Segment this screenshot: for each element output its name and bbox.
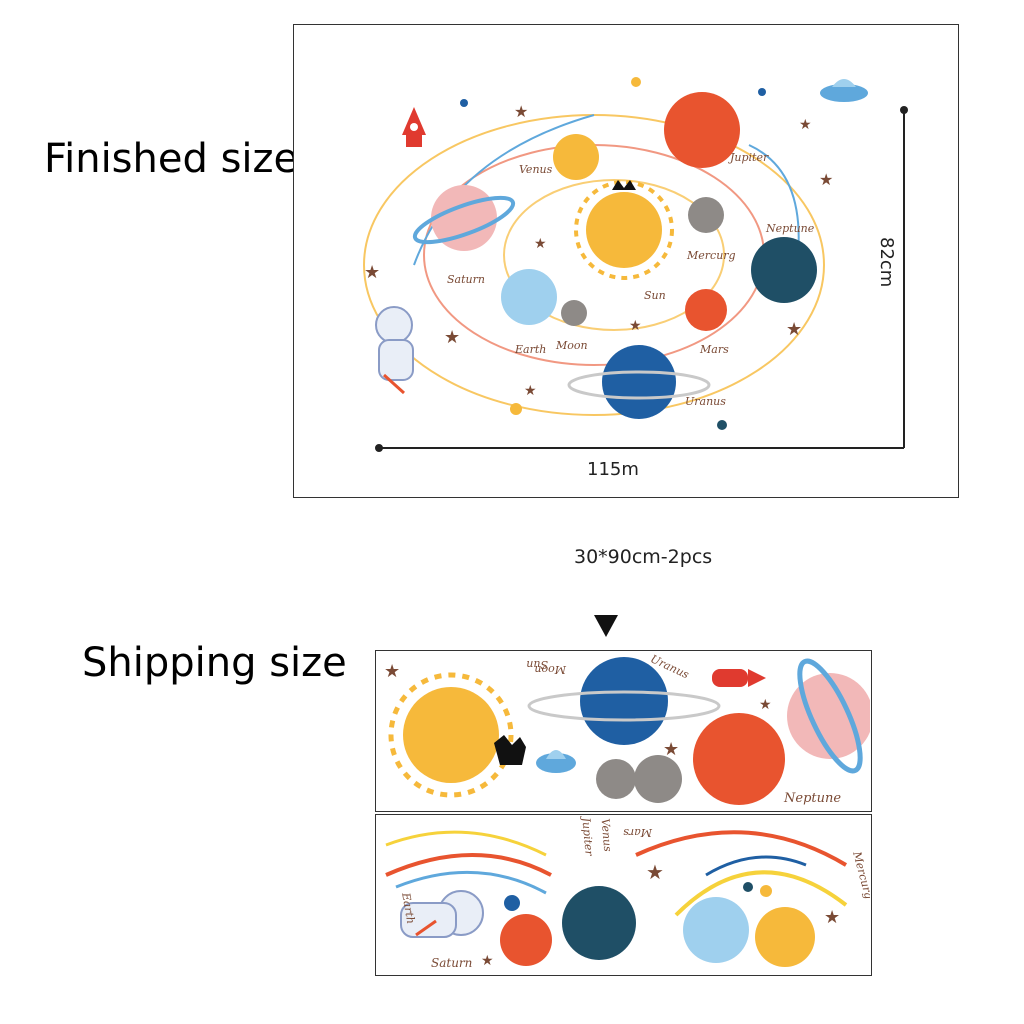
svg-text:★: ★ (514, 102, 528, 121)
sun-icon (574, 180, 674, 280)
star-icon: ★ (824, 907, 840, 928)
neptune-sticker-icon (562, 886, 636, 960)
svg-text:★: ★ (524, 383, 537, 399)
astronaut-icon (375, 306, 414, 395)
svg-text:★: ★ (364, 262, 380, 283)
uranus-icon (567, 345, 711, 419)
earth-sticker-icon (683, 897, 749, 963)
moon-sticker-label: Moon (534, 663, 567, 676)
uranus-sticker-icon (527, 657, 721, 745)
earth-label: Earth (514, 343, 546, 356)
shipping-note: 30*90cm-2pcs (574, 546, 713, 568)
moon-icon (561, 300, 587, 326)
sun-sticker-label: Sun (526, 658, 548, 671)
venus-sticker-icon (755, 907, 815, 967)
saturn-sticker-icon (787, 658, 870, 774)
shipping-sheet-bottom: ★ ★ ★ Earth Saturn Jupiter Venus Mars Me… (375, 814, 872, 976)
moon-label: Moon (555, 339, 588, 352)
astronaut-sticker-icon (400, 890, 484, 938)
svg-text:★: ★ (534, 236, 547, 252)
uranus-label: Uranus (685, 395, 726, 408)
venus-sticker-label: Venus (598, 818, 614, 853)
mercury-sticker-icon (634, 755, 682, 803)
svg-text:★: ★ (819, 170, 833, 189)
dot-icon (760, 885, 772, 897)
down-arrow-icon (594, 615, 618, 637)
jupiter-icon (664, 92, 740, 168)
shipping-sheet-top: ★ ★ ★ Sun Moon Uranus Neptune (375, 650, 872, 812)
jupiter-sticker-label: Jupiter (579, 815, 596, 857)
mars-sticker-label: Mars (623, 826, 653, 839)
jupiter-label: Jupiter (728, 151, 769, 164)
solar-system-illustration: ★ ★ ★ ★ ★ ★ ★ ★ ★ Venus Jupiter Neptune … (363, 77, 908, 452)
saturn-label: Saturn (447, 273, 485, 286)
saturn-icon (412, 185, 516, 251)
shipping-size-label: Shipping size (82, 640, 347, 686)
mars-sticker-icon (500, 914, 552, 966)
saturn-sticker-label: Saturn (431, 956, 472, 970)
mercury-label: Mercurg (686, 249, 736, 262)
neptune-sticker-label: Neptune (783, 791, 841, 806)
finished-size-panel: ★ ★ ★ ★ ★ ★ ★ ★ ★ Venus Jupiter Neptune … (293, 24, 959, 498)
star-icon: ★ (481, 953, 494, 969)
svg-text:★: ★ (786, 319, 802, 340)
earth-icon (501, 269, 557, 325)
svg-text:★: ★ (444, 327, 460, 348)
ufo-sticker-icon (536, 750, 576, 773)
star-icon: ★ (646, 860, 664, 884)
dot-icon (743, 882, 753, 892)
jupiter-sticker-icon (693, 713, 785, 805)
ufo-icon (820, 79, 868, 102)
dot-icon (504, 895, 520, 911)
venus-icon (553, 134, 599, 180)
neptune-label: Neptune (765, 222, 815, 235)
sun-label: Sun (644, 289, 666, 302)
star-icon: ★ (759, 697, 772, 713)
star-icon: ★ (663, 739, 679, 760)
height-dimension: 82cm (876, 237, 897, 288)
mercury-icon (688, 197, 724, 233)
mars-icon (685, 289, 727, 331)
width-dimension: 115m (587, 459, 639, 480)
sun-sticker-icon (388, 672, 526, 798)
svg-text:★: ★ (629, 318, 642, 334)
earth-sticker-label: Earth (399, 891, 417, 925)
star-icon: ★ (384, 661, 400, 682)
decorative-stars: ★ ★ ★ ★ ★ ★ ★ ★ ★ (364, 77, 833, 430)
moon-sticker-icon (596, 759, 636, 799)
neptune-icon (751, 237, 817, 303)
mercury-sticker-label: Mercurg (850, 849, 870, 900)
finished-size-label: Finished size (44, 136, 299, 182)
rocket-icon (402, 107, 426, 147)
svg-text:★: ★ (799, 117, 812, 133)
venus-label: Venus (519, 163, 553, 176)
mars-label: Mars (699, 343, 729, 356)
rocket-sticker-icon (712, 669, 766, 687)
